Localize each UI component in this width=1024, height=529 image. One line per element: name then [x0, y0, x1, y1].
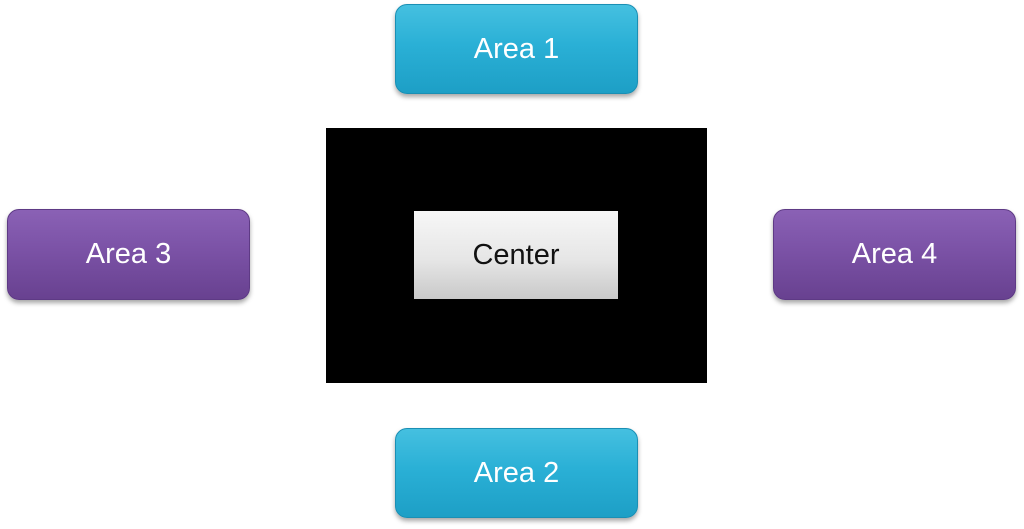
area-3-box: Area 3 — [7, 209, 250, 300]
area-1-box: Area 1 — [395, 4, 638, 94]
area-4-label: Area 4 — [851, 238, 938, 270]
area-2-box: Area 2 — [395, 428, 638, 518]
area-3-label: Area 3 — [85, 238, 172, 270]
area-4-box: Area 4 — [773, 209, 1016, 300]
center-label: Center — [472, 238, 560, 271]
area-2-label: Area 2 — [473, 456, 560, 489]
center-box: Center — [414, 211, 618, 299]
area-1-label: Area 1 — [473, 32, 560, 65]
